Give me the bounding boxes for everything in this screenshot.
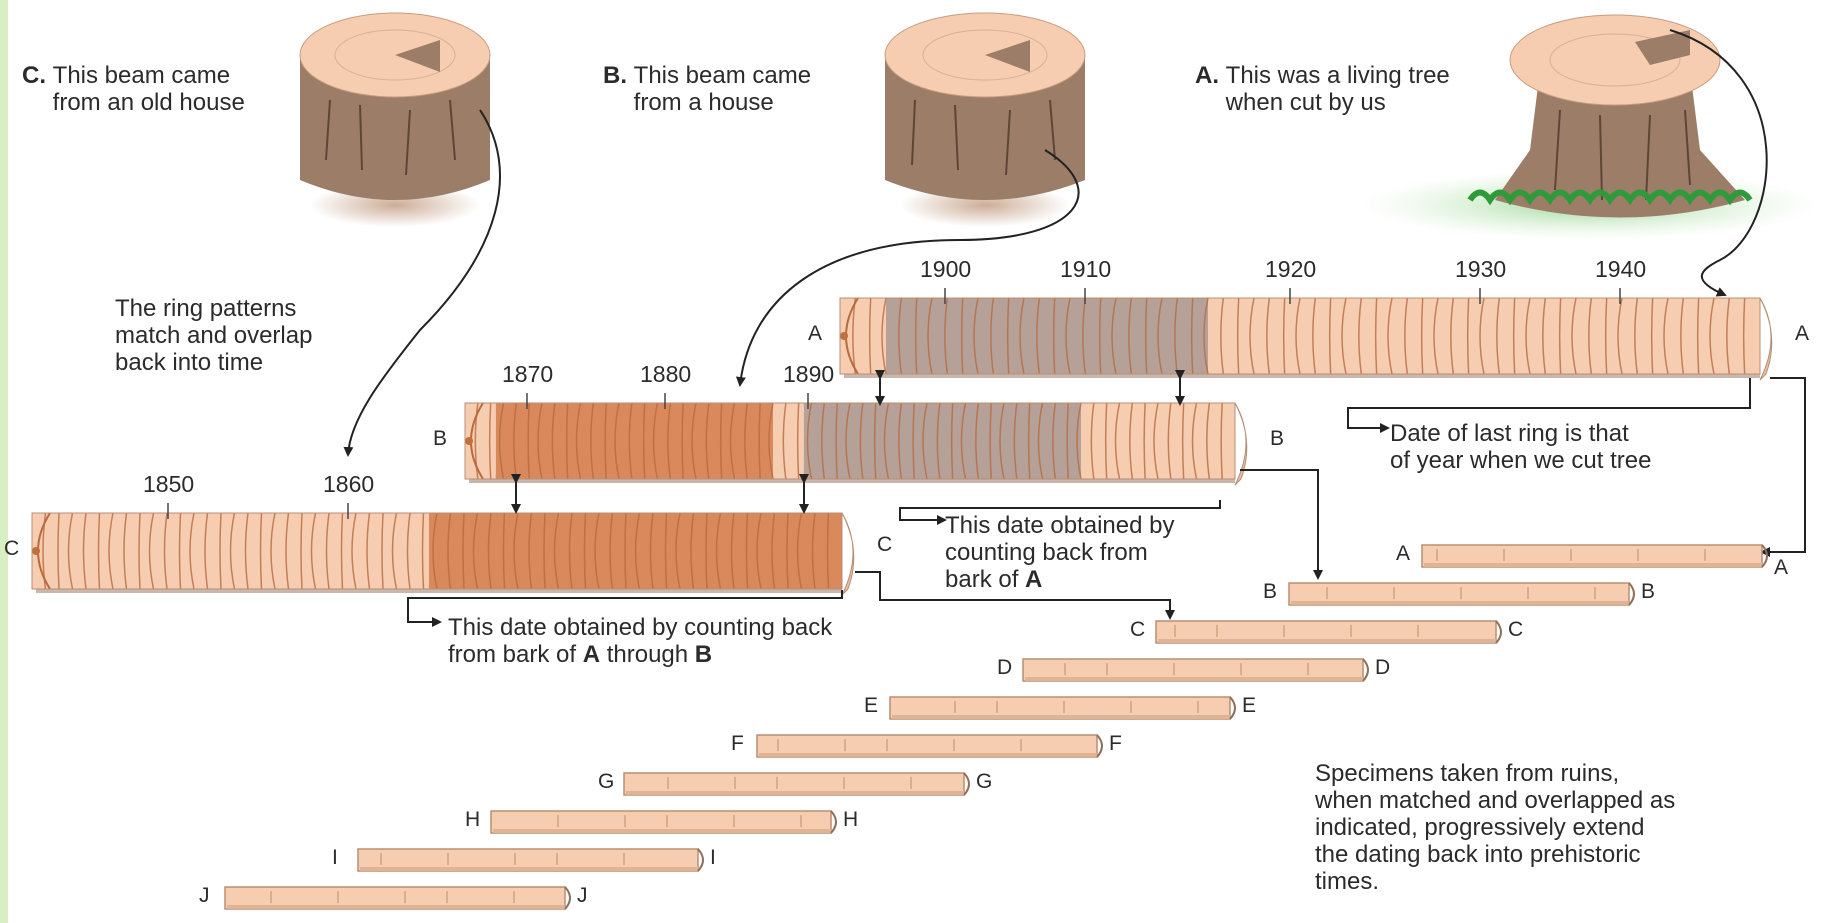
specimen-left-letter: J — [199, 884, 210, 908]
specimen-left-letter: I — [332, 846, 338, 870]
specimen-right-letter: A — [1774, 556, 1788, 580]
stump-a-letter: A. — [1195, 62, 1219, 89]
specimen-right-letter: D — [1375, 656, 1390, 680]
beam-a-pith — [840, 332, 848, 340]
date-from-ab-bold-b: B — [695, 641, 712, 668]
stump-c-illustration — [300, 13, 490, 227]
stump-a-caption-text: This was a living tree when cut by us — [1226, 62, 1450, 116]
specimen-stick-edge — [1158, 639, 1496, 643]
specimen-right-letter: J — [577, 884, 588, 908]
beam-b-bark-end — [1235, 403, 1247, 485]
beam-c-bark-end — [842, 513, 854, 595]
specimen-stick-edge — [493, 829, 831, 833]
beam-b-right-letter: B — [1270, 427, 1284, 451]
beam-a-year-label: 1940 — [1595, 256, 1646, 283]
beam-b — [465, 393, 1247, 485]
beam-a-year-label: 1910 — [1060, 256, 1111, 283]
specimen-left-letter: E — [864, 694, 878, 718]
specimen-right-letter: F — [1109, 732, 1122, 756]
beam-b-pith — [465, 437, 473, 445]
stump-c-letter: C. — [22, 62, 46, 89]
beam-b-year-label: 1870 — [502, 361, 553, 388]
stump-b-caption: B. This beam came from a house — [603, 62, 811, 116]
stump-b-illustration — [885, 13, 1085, 227]
specimen-left-letter: A — [1396, 542, 1410, 566]
date-from-a-bold: A — [1025, 566, 1042, 593]
specimen-right-letter: G — [976, 770, 992, 794]
beam-a-year-label: 1900 — [920, 256, 971, 283]
specimen-stick-edge — [360, 867, 698, 871]
last-ring-note: Date of last ring is that of year when w… — [1390, 420, 1651, 474]
stump-a-illustration — [1360, 15, 1820, 240]
beam-a-year-label: 1930 — [1455, 256, 1506, 283]
beam-c-year-label: 1850 — [143, 471, 194, 498]
date-from-ab-note: This date obtained by counting back from… — [448, 614, 832, 668]
specimen-left-letter: G — [598, 770, 614, 794]
stump-a-caption: A. This was a living tree when cut by us — [1195, 62, 1450, 116]
beam-b-year-label: 1890 — [783, 361, 834, 388]
specimen-stick-edge — [1291, 601, 1629, 605]
specimen-left-letter: F — [731, 732, 744, 756]
beam-c — [32, 503, 854, 595]
specimen-right-letter: I — [710, 846, 716, 870]
specimen-left-letter: D — [997, 656, 1012, 680]
specimen-stick-edge — [626, 791, 964, 795]
stump-a-top — [1510, 15, 1720, 105]
specimens-note: Specimens taken from ruins, when matched… — [1315, 760, 1675, 895]
beam-b-year-label: 1880 — [640, 361, 691, 388]
specimen-right-letter: E — [1242, 694, 1256, 718]
beam-a-right-letter: A — [1795, 322, 1809, 346]
specimen-stick-edge — [1424, 563, 1762, 567]
specimen-right-letter: H — [843, 808, 858, 832]
stump-c-caption: C. This beam came from an old house — [22, 62, 245, 116]
beam-b-zone — [773, 403, 804, 479]
stump-c-caption-text: This beam came from an old house — [53, 62, 245, 116]
beam-b-left-letter: B — [433, 427, 447, 451]
beam-c-right-letter: C — [877, 533, 892, 557]
connector-beam-b-to-specimen-b — [1240, 470, 1318, 578]
beam-c-year-label: 1860 — [323, 471, 374, 498]
ring-patterns-note: The ring patterns match and overlap back… — [115, 295, 312, 376]
beam-a-bark-end — [1760, 298, 1772, 380]
stump-b-caption-text: This beam came from a house — [634, 62, 811, 116]
beam-c-left-letter: C — [4, 537, 19, 561]
date-from-ab-bold-a: A — [583, 641, 600, 668]
specimen-right-letter: B — [1641, 580, 1655, 604]
beam-a — [840, 288, 1772, 380]
date-from-a-text: This date obtained by counting back from… — [945, 512, 1175, 593]
specimen-stick-edge — [892, 715, 1230, 719]
connector-beam-a-to-specimen-a — [1762, 378, 1805, 552]
specimen-right-letter: C — [1508, 618, 1523, 642]
beam-b-zone — [1081, 403, 1235, 479]
specimen-left-letter: C — [1130, 618, 1145, 642]
beam-a-year-label: 1920 — [1265, 256, 1316, 283]
specimen-left-letter: H — [465, 808, 480, 832]
specimen-left-letter: B — [1263, 580, 1277, 604]
date-from-ab-through: through — [600, 641, 695, 668]
specimen-stick-edge — [759, 753, 1097, 757]
beam-a-zone — [1208, 298, 1760, 374]
specimen-stick-edge — [227, 905, 565, 909]
stump-b-letter: B. — [603, 62, 627, 89]
specimen-stick-edge — [1025, 677, 1363, 681]
beam-a-left-letter: A — [808, 322, 822, 346]
beam-c-pith — [32, 547, 40, 555]
date-from-a-note: This date obtained by counting back from… — [945, 512, 1175, 593]
